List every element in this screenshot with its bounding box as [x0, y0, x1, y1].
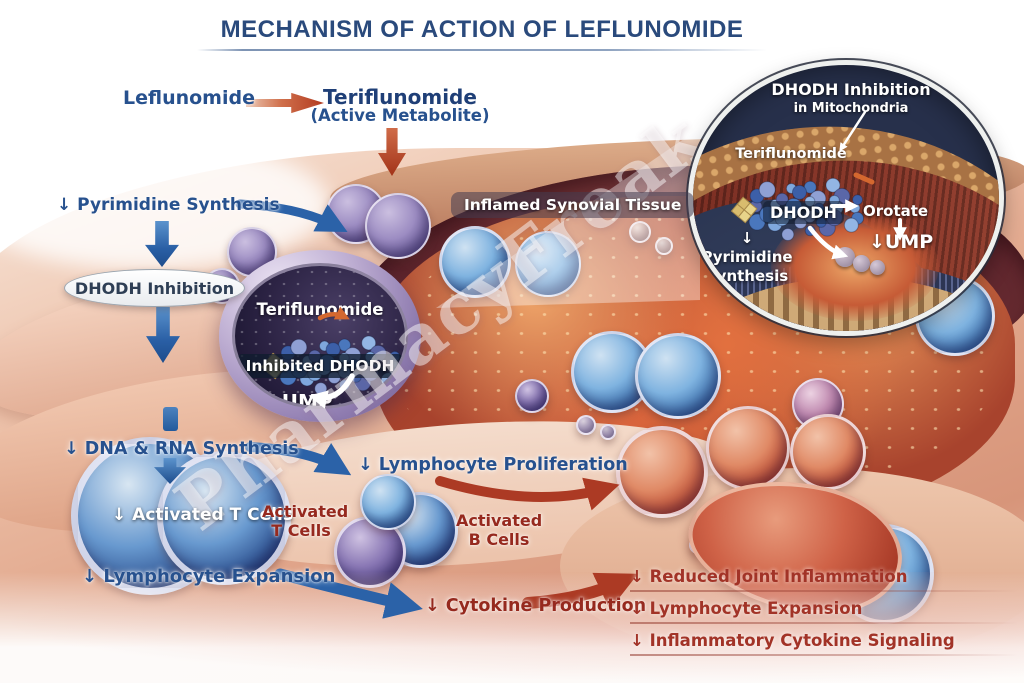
- activated-tcells-label: Activated T Cells: [262, 502, 348, 541]
- inset-subtitle: in Mitochondria: [793, 101, 909, 116]
- activated-tcells-overlay-label: ↓ Activated T Cells: [112, 505, 293, 525]
- inset-curved-arrow: [807, 225, 849, 260]
- arrow-proliferation-to-bcells: [435, 476, 620, 511]
- outcome-divider: [630, 654, 1018, 656]
- outcomes-list: ↓ Reduced Joint Inflammation ↓ Lymphocyt…: [630, 567, 1018, 663]
- cell: [576, 415, 596, 435]
- arrow-dhodh-to-ump: [308, 373, 355, 409]
- cell: [360, 474, 416, 530]
- inset-binding-chevron: [853, 172, 875, 185]
- lymphocyte-expansion-label: ↓ Lymphocyte Expansion: [82, 566, 336, 587]
- cell: [629, 221, 651, 243]
- activated-tcells-line2: T Cells: [271, 521, 331, 541]
- cell: [365, 193, 431, 259]
- activated-bcells-line1: Activated: [456, 511, 543, 530]
- outcome-item: ↓ Reduced Joint Inflammation: [630, 567, 908, 586]
- dhodh-inhibition-oval: DHODH Inhibition: [64, 269, 245, 307]
- cytokine-production-label: ↓ Cytokine Production: [425, 596, 647, 616]
- cell: [635, 333, 721, 419]
- activated-bcells-label: Activated B Cells: [456, 511, 542, 549]
- arrow-expansion-to-cytokine: [274, 568, 423, 619]
- leflunomide-label: Leflunomide: [123, 87, 255, 109]
- cell: [515, 379, 549, 413]
- arrow-dna-to-proliferation: [245, 442, 352, 476]
- inset-ump-label: ↓UMP: [869, 231, 934, 253]
- inset-pyrimidine-line1: ↓ Pyrimidine: [701, 229, 793, 266]
- inset-dhodh-label: DHODH: [763, 201, 844, 224]
- title-underline: [197, 49, 767, 51]
- cell: [655, 237, 673, 255]
- outcome-divider: [630, 622, 1018, 624]
- inset-teriflunomide-label: Teriflunomide: [735, 146, 847, 162]
- cell: [706, 406, 790, 490]
- activated-bcells-line2: B Cells: [468, 530, 530, 550]
- cell: [790, 414, 866, 490]
- active-metabolite-label: (Active Metabolite): [310, 106, 490, 125]
- mitochondria-inset: DHODH Inhibition in Mitochondria Teriflu…: [688, 60, 1004, 336]
- activated-tcells-line1: Activated: [262, 502, 349, 521]
- arrow-cytokine-to-outcomes: [522, 572, 639, 610]
- inset-title: DHODH Inhibition: [771, 80, 931, 99]
- arrow-pyrimidine-to-cell: [235, 199, 348, 233]
- page-title-text: MECHANISM OF ACTION OF LEFLUNOMIDE: [220, 16, 744, 43]
- inhibited-dhodh-badge: Inhibited DHODH: [236, 354, 404, 378]
- granule: [853, 255, 870, 272]
- inset-orotate-label: Orotate: [863, 202, 929, 220]
- teriflunomide-binding-chevron: [317, 306, 350, 321]
- page-title: MECHANISM OF ACTION OF LEFLUNOMIDE: [162, 16, 802, 51]
- inflamed-tissue-badge: Inflamed Synovial Tissue: [451, 192, 695, 218]
- inset-pyrimidine-line2: Synthesis: [705, 266, 789, 285]
- dna-rna-synthesis-label: ↓ DNA & RNA Synthesis: [64, 439, 299, 459]
- pyrimidine-synthesis-label: ↓ Pyrimidine Synthesis: [57, 195, 280, 215]
- cell: [616, 426, 708, 518]
- outcome-item: ↓ Lymphocyte Expansion: [630, 599, 863, 618]
- teriflunomide-label: Teriflunomide: [323, 85, 477, 109]
- cell: [439, 226, 511, 298]
- granule: [870, 260, 885, 275]
- central-teriflunomide-label: Teriflunomide: [256, 300, 384, 319]
- arrow-segment: [163, 407, 178, 431]
- outcome-divider: [630, 590, 1018, 592]
- inset-pointer-arrow: [839, 110, 867, 152]
- cell: [515, 231, 581, 297]
- cell: [600, 424, 616, 440]
- lymphocyte-proliferation-label: ↓ Lymphocyte Proliferation: [358, 455, 628, 475]
- outcome-item: ↓ Inflammatory Cytokine Signaling: [630, 631, 955, 650]
- inset-pyrimidine-label: ↓ Pyrimidine Synthesis: [697, 229, 797, 285]
